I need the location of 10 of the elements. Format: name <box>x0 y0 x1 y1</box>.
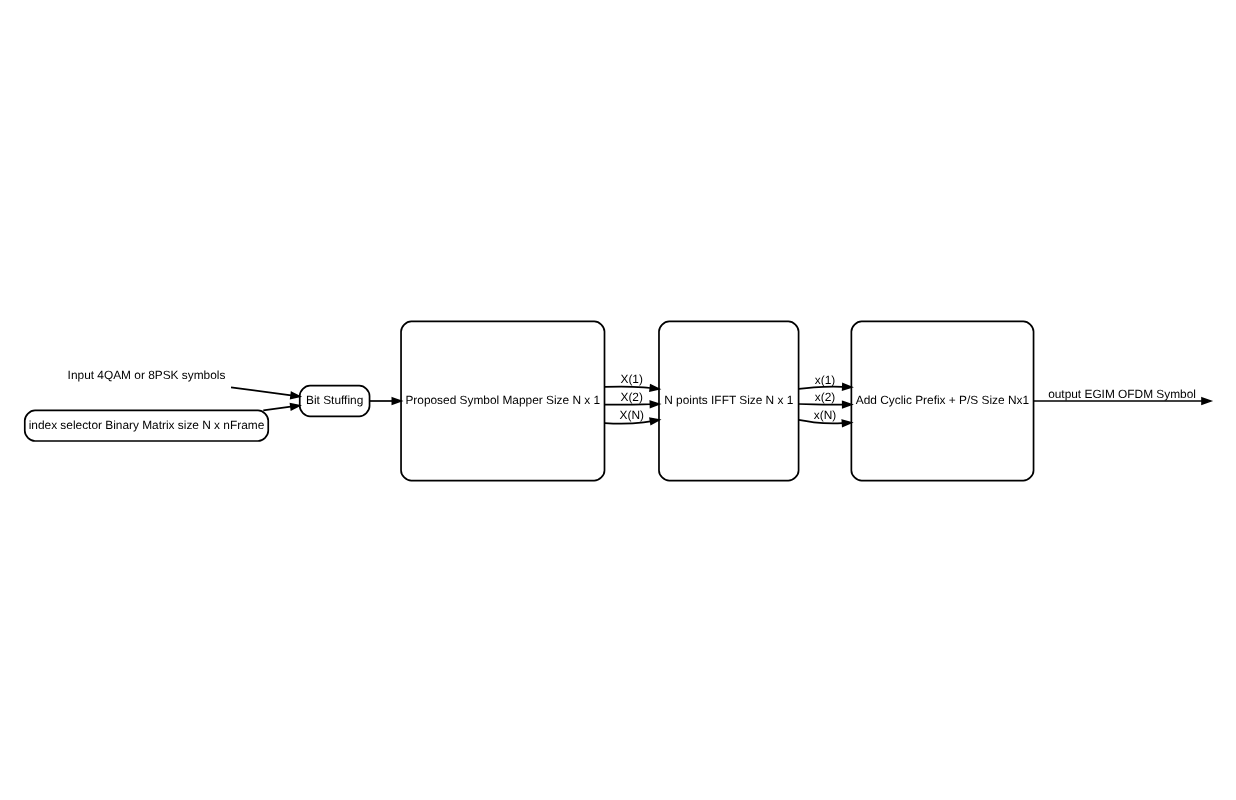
arrow <box>603 382 662 392</box>
arrow <box>1032 395 1214 405</box>
arrow <box>230 385 303 399</box>
arrow <box>604 416 662 425</box>
arrow <box>603 399 662 408</box>
arrow <box>368 395 404 405</box>
arrow <box>797 381 854 390</box>
arrow <box>262 401 302 411</box>
arrow <box>797 399 854 408</box>
arrow <box>797 418 854 427</box>
